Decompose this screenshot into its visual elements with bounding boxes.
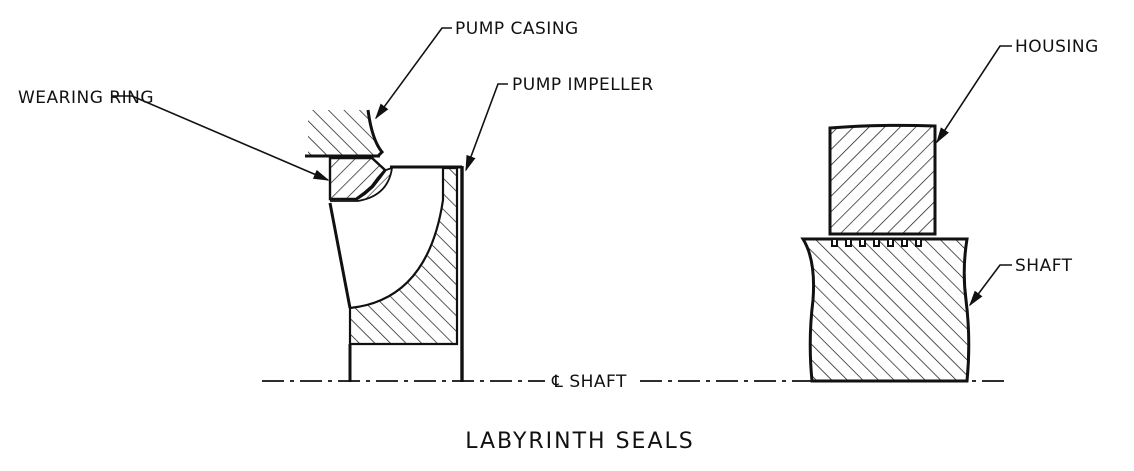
label-wearing-ring: WEARING RING [18,88,154,108]
shaft [800,237,971,383]
diagram-title: LABYRINTH SEALS [465,429,694,454]
pump-impeller [328,165,464,382]
pump-casing [305,109,385,158]
leader-lines [112,27,1012,307]
wearing-ring [328,156,394,202]
label-pump-casing: PUMP CASING [455,19,579,39]
label-centerline-shaft: ℄ SHAFT [551,372,627,392]
housing [828,123,937,236]
label-housing: HOUSING [1015,37,1099,57]
label-shaft: SHAFT [1015,256,1073,276]
label-pump-impeller: PUMP IMPELLER [512,75,654,95]
